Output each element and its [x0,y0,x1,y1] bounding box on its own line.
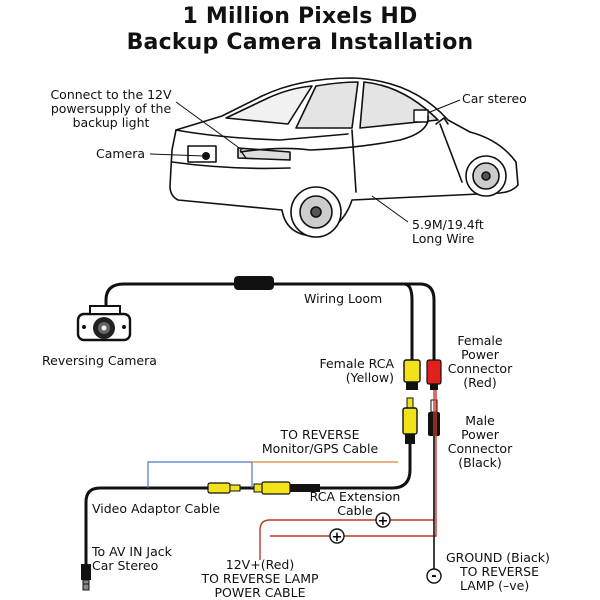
label-rca-extension-line-1: RCA Extension [309,489,401,504]
minus-marker: - [426,568,442,584]
label-to-reverse-monitor-line-2: Monitor/GPS Cable [261,441,379,456]
label-car-stereo: Car stereo [462,91,527,106]
label-wire-length: 5.9M/19.4ft Long Wire [412,218,484,246]
power-wires-red [259,390,437,560]
camera-cables [104,282,436,362]
car-license-plate [187,145,217,163]
label-female-power-line-1: Female [457,333,503,348]
female-power-red [426,359,442,390]
label-male-power-line-1: Male [465,413,495,428]
label-to-av-in-line-1: To AV IN Jack [92,544,172,559]
plus-marker-2: + [329,528,345,545]
female-rca-yellow [403,359,421,390]
label-connect-12v-line-1: Connect to the 12V [50,87,172,102]
plus-marker-1-sign: + [378,514,389,529]
car-door-line [351,129,357,193]
label-power-cable-line-3: POWER CABLE [214,585,306,600]
page-title-line-1: 1 Million Pixels HD [182,4,418,29]
car-rear-window [225,85,313,125]
reversing-camera [76,305,132,342]
car-trunk-line [175,129,349,141]
label-connect-12v: Connect to the 12V powersupply of the ba… [36,88,186,130]
page-title-line-2: Backup Camera Installation [126,30,474,55]
label-male-power: Male Power Connector (Black) [440,414,520,470]
label-reversing-camera: Reversing Camera [42,353,157,368]
label-power-cable: 12V+(Red) TO REVERSE LAMP POWER CABLE [190,558,330,600]
rca-extension-connector [253,481,320,495]
label-wire-length-line-2: Long Wire [412,231,475,246]
wiring-loom [234,276,274,290]
label-female-power-line-4: (Red) [463,375,497,390]
label-to-reverse-monitor: TO REVERSE Monitor/GPS Cable [250,428,390,456]
label-rca-extension-line-2: Cable [337,503,373,518]
label-female-power-line-3: Connector [447,361,513,376]
car-long-wire [239,115,429,153]
male-rca-yellow [402,397,418,444]
label-ground-line-1: GROUND (Biack) [446,550,550,565]
label-wiring-loom: Wiring Loom [304,291,383,306]
camera-on-car [202,152,210,160]
av-in-jack-plug [81,564,91,591]
label-connect-12v-line-3: backup light [72,115,150,130]
label-camera: Camera [96,146,146,161]
label-female-rca: Female RCA (Yellow) [290,357,394,385]
leader-lines [149,99,461,223]
label-rca-extension: RCA Extension Cable [290,490,420,518]
label-male-power-line-3: Connector [447,441,513,456]
plus-marker-1: + [375,512,391,529]
video-adaptor-connector [207,482,241,494]
minus-marker-sign: - [431,569,436,584]
label-power-cable-line-2: TO REVERSE LAMP [201,571,319,586]
plus-marker-2-sign: + [332,530,343,545]
car-side-mirror [435,117,449,125]
label-male-power-line-4: (Black) [458,455,502,470]
car-light-wire [239,149,247,159]
signal-wire-blue [147,461,253,488]
label-ground-line-2: TO REVERSE [460,564,539,579]
label-to-reverse-monitor-line-1: TO REVERSE [280,427,360,442]
label-female-power-line-2: Power [461,347,499,362]
car-stereo-unit [413,109,429,123]
label-ground: GROUND (Biack) TO REVERSE LAMP (–ve) [446,551,550,593]
label-video-adaptor: Video Adaptor Cable [92,501,221,516]
label-male-power-line-2: Power [461,427,499,442]
label-female-rca-line-1: Female RCA [319,356,394,371]
label-power-cable-line-1: 12V+(Red) [225,557,295,572]
label-female-power: Female Power Connector (Red) [440,334,520,390]
label-to-av-in: To AV IN Jack Car Stereo [92,545,172,573]
label-wire-length-line-1: 5.9M/19.4ft [412,217,484,232]
label-female-rca-line-2: (Yellow) [345,370,394,385]
label-ground-line-3: LAMP (–ve) [460,578,530,593]
label-to-av-in-line-2: Car Stereo [92,558,159,573]
car-side-window-rear [295,81,359,129]
car-door-line-front [439,123,463,183]
car-illustration [169,77,519,238]
label-connect-12v-line-2: powersupply of the [50,101,172,116]
car-bumper [171,161,291,170]
